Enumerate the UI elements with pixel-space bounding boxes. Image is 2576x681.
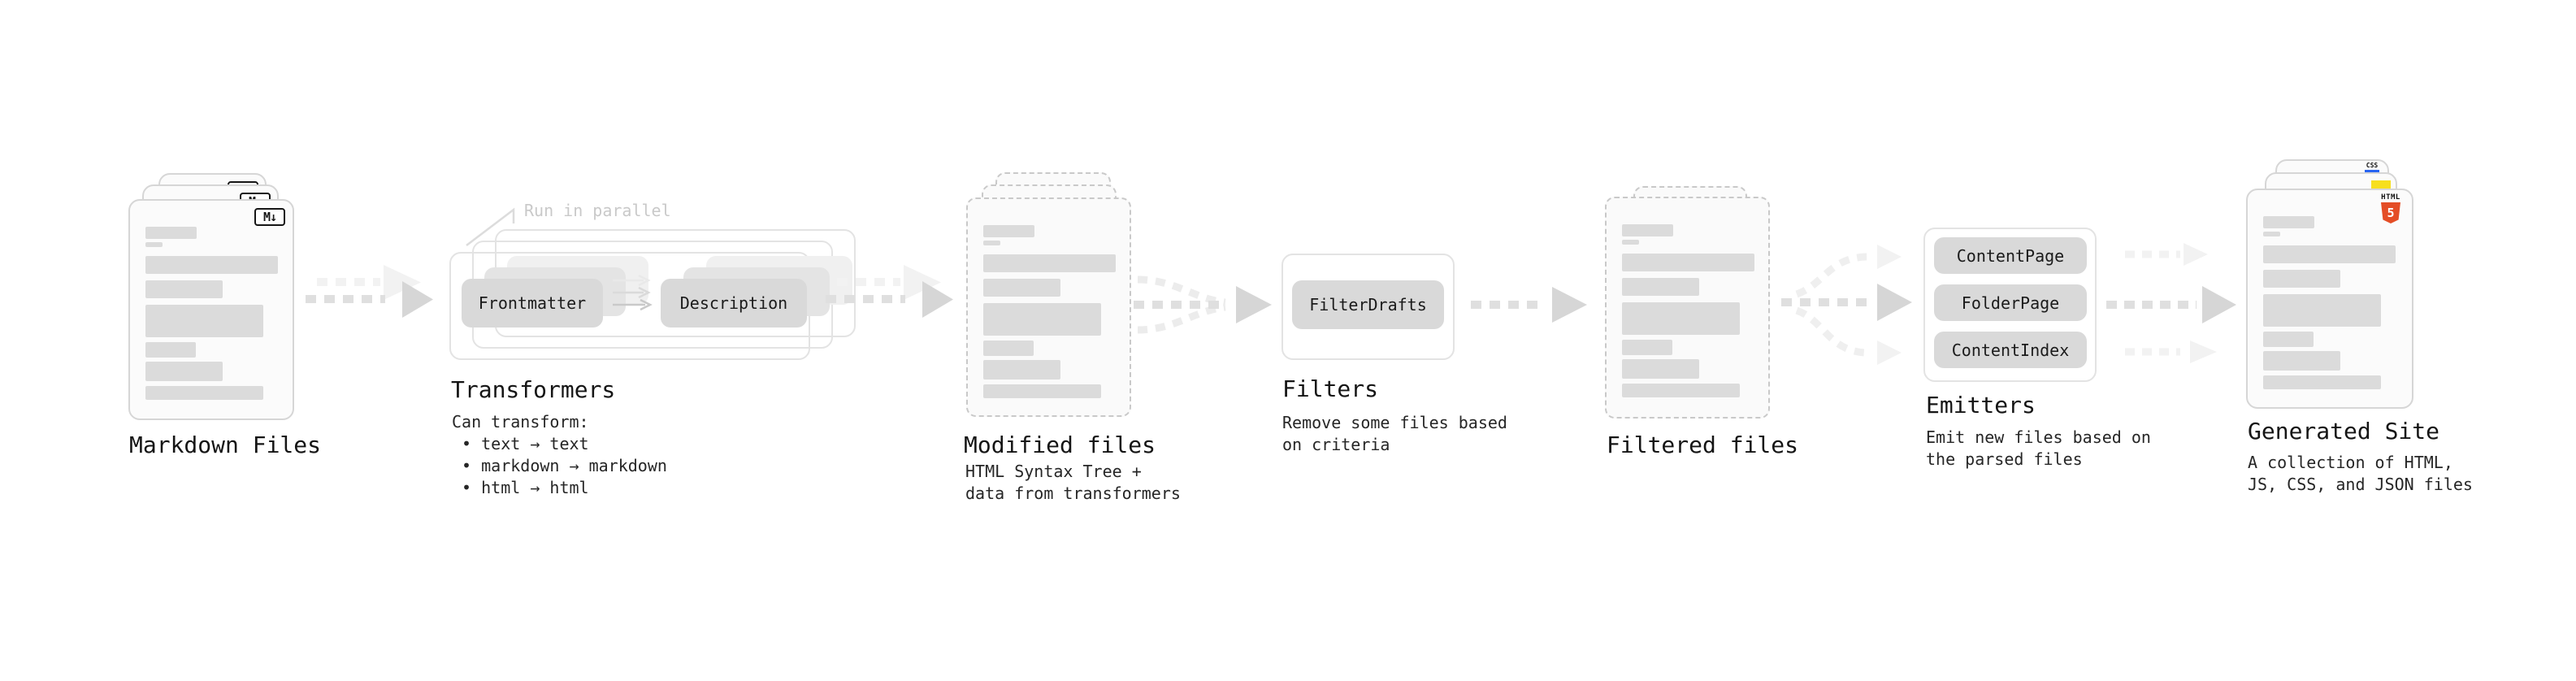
stage-label-modified-files: Modified files bbox=[964, 432, 1156, 458]
placeholder-text-bar bbox=[1622, 340, 1672, 355]
html5-logo-number: 5 bbox=[2387, 206, 2395, 220]
placeholder-text-bar bbox=[983, 384, 1101, 398]
placeholder-text-bar bbox=[2263, 375, 2381, 389]
flow-arrow-modified-to-filters bbox=[1134, 275, 1272, 334]
contentindex-chip: ContentIndex bbox=[1934, 332, 2087, 368]
placeholder-text-bar bbox=[2263, 245, 2396, 263]
flow-arrow-filters-to-filtered bbox=[1471, 287, 1587, 323]
stage-label-markdown-files: Markdown Files bbox=[129, 432, 322, 458]
contentindex-chip-label: ContentIndex bbox=[1951, 340, 2070, 360]
generated-file-card-html: HTML 5 bbox=[2246, 189, 2413, 409]
placeholder-text-bar bbox=[1622, 254, 1754, 271]
contentpage-chip-label: ContentPage bbox=[1956, 245, 2065, 266]
placeholder-text-bar bbox=[983, 254, 1116, 272]
placeholder-text-bar bbox=[1622, 359, 1699, 379]
frontmatter-chip: Frontmatter bbox=[462, 279, 603, 327]
flow-arrow-emitters-to-generated bbox=[2106, 243, 2236, 363]
stage-sub-transformers: Can transform: • text → text • markdown … bbox=[452, 412, 667, 497]
filters-frame bbox=[1281, 254, 1455, 360]
folderpage-chip-label: FolderPage bbox=[1961, 293, 2060, 313]
placeholder-text-bar bbox=[145, 242, 163, 247]
css-logo-label: CSS bbox=[2366, 162, 2379, 169]
stage-sub-filters: Remove some files based on criteria bbox=[1282, 413, 1507, 454]
stage-sub-modified-files: HTML Syntax Tree + data from transformer… bbox=[965, 462, 1181, 503]
placeholder-text-bar bbox=[2263, 294, 2381, 327]
placeholder-text-bar bbox=[2263, 216, 2314, 228]
markdown-icon-label: M↓ bbox=[262, 210, 277, 224]
placeholder-text-bar bbox=[2263, 351, 2340, 371]
placeholder-text-bar bbox=[145, 227, 197, 239]
placeholder-text-bar bbox=[1622, 278, 1699, 296]
flow-arrow-transformers-to-modified bbox=[826, 265, 953, 318]
placeholder-text-bar bbox=[2263, 270, 2340, 288]
flow-arrow-markdown-to-transformers bbox=[306, 265, 433, 318]
markdown-file-card-front: M↓ bbox=[128, 199, 294, 420]
folderpage-chip: FolderPage bbox=[1934, 284, 2087, 321]
placeholder-text-bar bbox=[983, 303, 1101, 336]
filterdrafts-chip: FilterDrafts bbox=[1292, 280, 1444, 329]
emitters-frame bbox=[1923, 228, 2097, 382]
description-chip: Description bbox=[661, 279, 807, 327]
stage-label-generated-site: Generated Site bbox=[2248, 418, 2440, 445]
placeholder-text-bar bbox=[145, 280, 223, 298]
placeholder-text-bar bbox=[1622, 224, 1673, 236]
css-logo-icon: CSS bbox=[2364, 162, 2380, 172]
placeholder-text-bar bbox=[145, 256, 278, 274]
stage-label-emitters: Emitters bbox=[1926, 392, 2036, 419]
description-chip-label: Description bbox=[679, 293, 788, 313]
flow-arrow-filtered-to-emitters bbox=[1781, 245, 1912, 365]
placeholder-text-bar bbox=[983, 279, 1060, 297]
filtered-file-card-front bbox=[1605, 197, 1770, 419]
html5-logo-icon: HTML 5 bbox=[2379, 194, 2403, 223]
stage-label-filtered-files: Filtered files bbox=[1607, 432, 1799, 458]
stage-label-filters: Filters bbox=[1282, 375, 1379, 402]
placeholder-text-bar bbox=[983, 360, 1060, 380]
modified-file-card-front bbox=[966, 197, 1131, 417]
filterdrafts-chip-label: FilterDrafts bbox=[1309, 295, 1427, 314]
html5-logo-shield: 5 bbox=[2381, 202, 2400, 223]
placeholder-text-bar bbox=[983, 340, 1034, 356]
stage-sub-emitters: Emit new files based on the parsed files bbox=[1926, 427, 2151, 469]
placeholder-text-bar bbox=[1622, 240, 1639, 245]
placeholder-text-bar bbox=[145, 342, 196, 358]
placeholder-text-bar bbox=[145, 305, 263, 337]
run-in-parallel-annotation: Run in parallel bbox=[524, 201, 671, 220]
stage-label-transformers: Transformers bbox=[451, 376, 616, 403]
html5-logo-word: HTML bbox=[2381, 193, 2400, 202]
placeholder-text-bar bbox=[2263, 232, 2280, 236]
stage-sub-generated-site: A collection of HTML, JS, CSS, and JSON … bbox=[2248, 453, 2473, 494]
markdown-icon: M↓ bbox=[254, 208, 285, 226]
parallel-run-arrows bbox=[613, 274, 653, 311]
placeholder-text-bar bbox=[145, 386, 263, 400]
placeholder-text-bar bbox=[983, 241, 1000, 245]
placeholder-text-bar bbox=[1622, 384, 1740, 397]
placeholder-text-bar bbox=[145, 362, 223, 381]
placeholder-text-bar bbox=[1622, 302, 1740, 335]
contentpage-chip: ContentPage bbox=[1934, 237, 2087, 274]
placeholder-text-bar bbox=[2263, 332, 2314, 347]
annotation-callout-line bbox=[466, 207, 515, 246]
frontmatter-chip-label: Frontmatter bbox=[478, 293, 587, 313]
css-logo-bar bbox=[2365, 170, 2379, 172]
placeholder-text-bar bbox=[983, 225, 1034, 237]
